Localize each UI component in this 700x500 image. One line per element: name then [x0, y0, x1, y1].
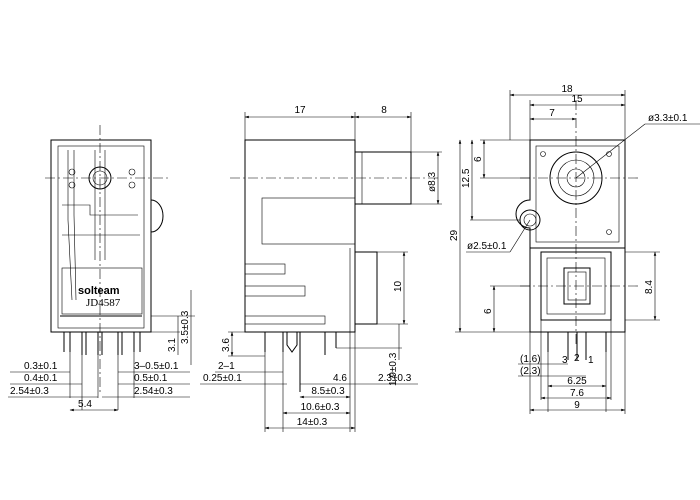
- optical-port-core: [567, 271, 587, 301]
- right-upper-inner: [535, 145, 620, 243]
- dim-7-6: 7.6: [570, 388, 584, 399]
- middle-body-outline: [244, 139, 356, 333]
- part-number-text: JD4587: [86, 297, 121, 309]
- dim-8-4: 8.4: [644, 280, 655, 294]
- left-pins: [63, 332, 141, 355]
- dim-8-5: 8.5±0.3: [311, 386, 345, 397]
- rail-2: [244, 285, 306, 297]
- left-jack-outer: [88, 166, 112, 190]
- left-hole-1: [68, 168, 76, 176]
- left-jack-inner: [92, 170, 108, 186]
- dim-29: 29: [449, 229, 460, 241]
- left-body-inner: [57, 145, 145, 329]
- middle-window: [261, 197, 356, 245]
- dim-3-1: 3.1: [167, 338, 178, 352]
- right-pins: [547, 332, 607, 360]
- dim-0-4: 0.4±0.1: [24, 373, 58, 384]
- dim-2-1: 2–1: [218, 361, 235, 372]
- dim-0-3: 0.3±0.1: [24, 361, 58, 372]
- dim-6-25: 6.25: [567, 376, 587, 387]
- dim-4-6: 4.6: [333, 373, 347, 384]
- right-corner-hole-3: [606, 229, 612, 235]
- mounting-hole: [523, 213, 537, 227]
- left-contact-b: [73, 150, 77, 301]
- rail-3: [244, 315, 326, 325]
- pin-label-3: 3: [562, 355, 568, 366]
- dim-15: 15: [571, 94, 583, 105]
- pin-label-2: 2: [574, 353, 580, 364]
- dim-17: 17: [294, 105, 306, 116]
- left-hole-4: [128, 181, 136, 189]
- right-upper-housing: [515, 139, 626, 249]
- dim-7: 7: [549, 108, 555, 119]
- dim-3-6: 3.6: [221, 338, 232, 352]
- dim-5-4: 5.4: [78, 399, 92, 410]
- right-corner-hole-1: [540, 151, 546, 157]
- dim-dia-8-3: ø8.3: [427, 172, 438, 192]
- left-hole-2: [68, 181, 76, 189]
- dim-0-25: 0.25±0.1: [203, 373, 242, 384]
- optical-module: [354, 251, 378, 325]
- dim-14: 14±0.3: [297, 417, 328, 428]
- left-body-outline: [50, 139, 152, 333]
- middle-side-view: 17 8 ø8.3 10 1.9±0.3 3.6 2–1 0.25±0.1 4.…: [200, 105, 442, 432]
- dim-9: 9: [574, 400, 580, 411]
- dim-2-54-right: 2.54±0.3: [134, 386, 173, 397]
- dim-dia-3-3: ø3.3±0.1: [648, 113, 688, 124]
- left-label-area: [61, 267, 143, 315]
- left-frame-line-1: [62, 204, 138, 216]
- dim-3-0-5: 3–0.5±0.1: [134, 361, 179, 372]
- dim-dia-2-5: ø2.5±0.1: [467, 241, 507, 252]
- dim-0-5: 0.5±0.1: [134, 373, 168, 384]
- dim-2-3: 2.3±0.3: [378, 373, 412, 384]
- dim-8: 8: [381, 105, 387, 116]
- jack-barrel: [354, 151, 412, 205]
- dim-18: 18: [561, 84, 573, 95]
- left-hole-3: [128, 168, 136, 176]
- left-front-view: solteam JD4587 0.3±0.1 0.4±0.1 2.54±0.3: [8, 125, 195, 412]
- rail-1: [244, 263, 286, 275]
- dim-3-5: 3.5±0.3: [180, 310, 191, 344]
- middle-pins: [264, 332, 337, 392]
- dim-1-9: 1.9±0.3: [388, 352, 399, 386]
- left-contact-a: [67, 150, 73, 301]
- dim-10-6: 10.6±0.3: [301, 402, 340, 413]
- right-end-view: 3 2 1 18 15 7 ø3.3±0.1 6 12.5 29 ø2.5±0.…: [449, 84, 700, 414]
- pin-label-1: 1: [588, 355, 594, 366]
- dim-6-top: 6: [473, 156, 484, 162]
- dim-2-54-left: 2.54±0.3: [10, 386, 49, 397]
- dim-6-bottom: 6: [483, 308, 494, 314]
- dim-10: 10: [393, 280, 404, 292]
- brand-text: solteam: [78, 285, 120, 297]
- left-side-boss: [150, 199, 164, 233]
- dim-12-5: 12.5: [461, 168, 472, 188]
